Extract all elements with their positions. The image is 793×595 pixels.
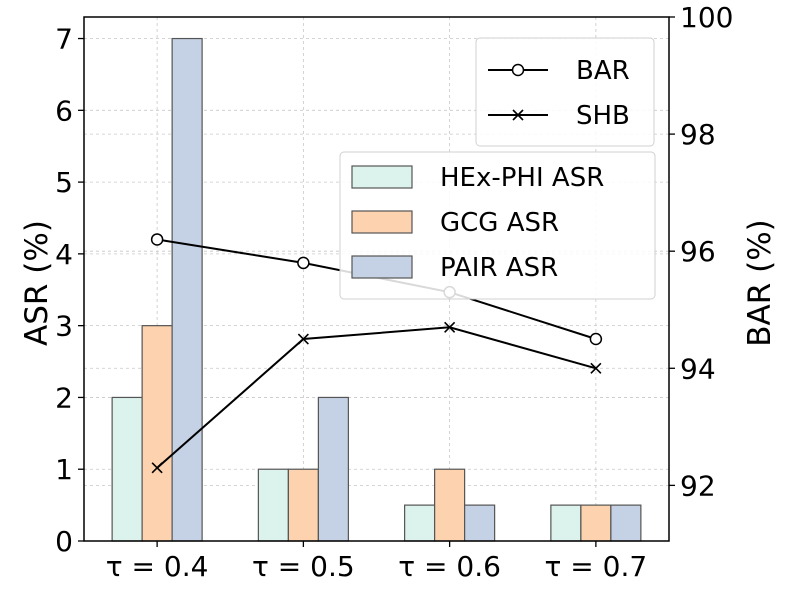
y2-tick-label: 94 bbox=[680, 352, 716, 385]
y-tick-label: 7 bbox=[55, 23, 73, 56]
bar-hex-phi-asr bbox=[111, 396, 143, 542]
marker-bar bbox=[297, 256, 310, 270]
y2-tick-label: 100 bbox=[680, 1, 733, 34]
bars bbox=[111, 37, 642, 542]
legend-label-shb: SHB bbox=[576, 101, 630, 131]
plot-frame bbox=[83, 16, 670, 542]
legend-swatch-bar bbox=[351, 255, 413, 279]
x-tick-label: τ = 0.6 bbox=[398, 550, 501, 583]
bar-hex-phi-asr bbox=[404, 504, 436, 542]
bar-gcg-asr bbox=[434, 468, 466, 542]
line-legend: BAR SHB bbox=[475, 37, 655, 147]
marker-bar bbox=[589, 332, 603, 346]
y2-tick-label: 92 bbox=[680, 469, 716, 502]
bar-pair-asr bbox=[610, 504, 642, 542]
axis-ticks: 0 1 2 3 4 5 6 7 92 94 96 98 100 τ = 0.4 τ = 0.5 τ = 0.6… bbox=[55, 1, 733, 583]
y-tick-label: 5 bbox=[55, 166, 73, 199]
marker-shb bbox=[151, 462, 163, 474]
bar-gcg-asr bbox=[287, 468, 319, 542]
bar-gcg-asr bbox=[141, 325, 173, 542]
y-tick-label: 0 bbox=[55, 525, 73, 558]
legend-swatch-bar bbox=[351, 210, 413, 234]
bar-gcg-asr bbox=[580, 504, 612, 542]
y-tick-label: 6 bbox=[55, 94, 73, 127]
legend-marker-shb bbox=[512, 109, 524, 121]
marker-bar bbox=[150, 233, 164, 246]
y-tick-label: 4 bbox=[55, 238, 73, 271]
y2-axis-title: BAR (%) bbox=[742, 219, 778, 347]
y2-tick-label: 96 bbox=[680, 235, 716, 268]
bar-legend-box bbox=[339, 151, 656, 300]
bar-hex-phi-asr bbox=[550, 504, 582, 542]
y-tick-label: 3 bbox=[55, 310, 73, 343]
line-shb bbox=[156, 326, 597, 469]
x-tick-label: τ = 0.4 bbox=[106, 550, 209, 583]
bar-pair-asr bbox=[464, 504, 496, 542]
legend-marker-bar bbox=[511, 63, 525, 77]
bar-pair-asr bbox=[171, 37, 203, 542]
y-tick-label: 2 bbox=[55, 381, 73, 414]
y-axis-title: ASR (%) bbox=[19, 220, 55, 346]
legend-swatch-bar bbox=[351, 165, 413, 189]
x-tick-label: τ = 0.5 bbox=[252, 550, 355, 583]
bar-hex-phi-asr bbox=[257, 468, 289, 542]
bar-legend: HEx-PHI ASR GCG ASR PAIR ASR bbox=[339, 151, 656, 300]
legend-label-bar: GCG ASR bbox=[440, 208, 559, 238]
legend-label-bar: BAR bbox=[576, 56, 630, 86]
marker-shb bbox=[297, 333, 309, 345]
bar-pair-asr bbox=[317, 396, 349, 542]
marker-shb bbox=[590, 362, 602, 374]
y-tick-label: 1 bbox=[55, 453, 73, 486]
marker-shb bbox=[444, 321, 456, 333]
y2-tick-label: 98 bbox=[680, 118, 716, 151]
x-tick-label: τ = 0.7 bbox=[545, 550, 648, 583]
legend-label-bar: HEx-PHI ASR bbox=[440, 163, 604, 193]
plot-border bbox=[83, 16, 670, 542]
legend-label-bar: PAIR ASR bbox=[440, 253, 558, 283]
